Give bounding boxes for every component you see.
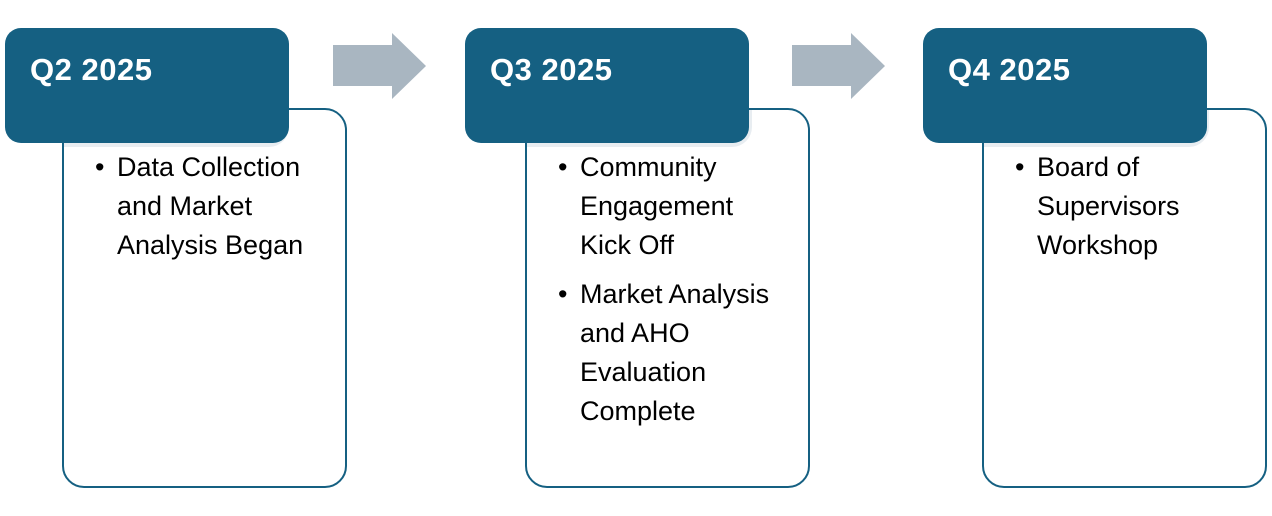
arrow-right-icon (792, 33, 885, 99)
bullet-item: Market Analysis and AHO Evaluation Compl… (558, 275, 790, 431)
stage-header-q2-2025: Q2 2025 (5, 28, 289, 143)
stage-bullet-list: Data Collection and Market Analysis Bega… (64, 148, 345, 265)
stage-card-q3-2025: Community Engagement Kick Off Market Ana… (525, 108, 810, 488)
stage-card-q4-2025: Board of Supervisors Workshop (982, 108, 1267, 488)
stage-bullet-list: Board of Supervisors Workshop (984, 148, 1265, 265)
stage-title: Q4 2025 (948, 52, 1071, 87)
bullet-item: Board of Supervisors Workshop (1015, 148, 1247, 265)
arrow-right-icon (333, 33, 426, 99)
bullet-item: Data Collection and Market Analysis Bega… (95, 148, 327, 265)
bullet-item: Community Engagement Kick Off (558, 148, 790, 265)
stage-header-q4-2025: Q4 2025 (923, 28, 1207, 143)
stage-bullet-list: Community Engagement Kick Off Market Ana… (527, 148, 808, 431)
stage-title: Q2 2025 (30, 52, 153, 87)
stage-header-q3-2025: Q3 2025 (465, 28, 749, 143)
stage-title: Q3 2025 (490, 52, 613, 87)
stage-card-q2-2025: Data Collection and Market Analysis Bega… (62, 108, 347, 488)
